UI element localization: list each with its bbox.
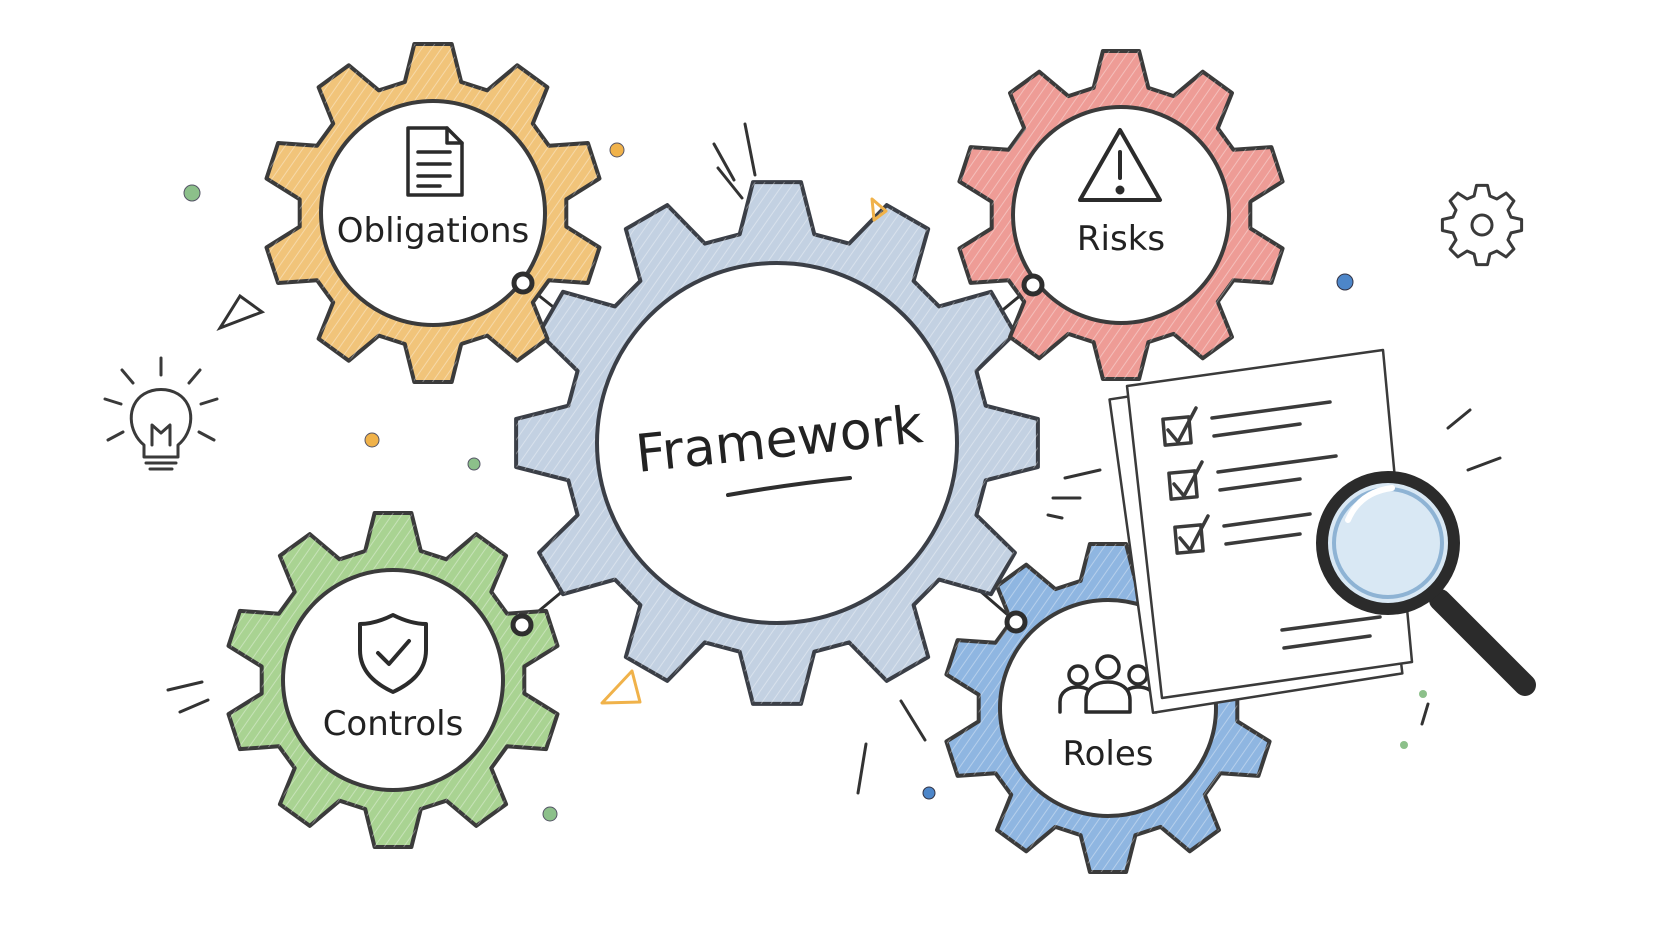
accent-dot [467,457,481,471]
lightbulb-icon [103,356,219,471]
accent-dot [1400,741,1408,749]
connector-dot [1004,610,1028,634]
magnifying-glass-icon [1316,471,1536,696]
controls-gear [226,511,560,849]
connector-dot [511,271,535,295]
checklist-items [1161,400,1382,650]
gear-center-hole [281,568,505,792]
accent-dot [922,786,936,800]
gear-center-hole [595,261,959,625]
decorative-dots [183,142,1427,822]
shield-check-icon [358,613,428,694]
accent-dot [542,806,558,822]
warning-icon [1078,128,1162,202]
obligations-gear [264,42,602,384]
small-gear-icon [1440,183,1524,267]
accent-dot [609,142,625,158]
accent-dot [183,184,201,202]
gear-center-hole [319,99,547,327]
framework-gear [514,180,1040,706]
decorative-triangles [600,197,888,705]
accent-dot [1336,273,1354,291]
gear-center-hole [1011,105,1231,325]
connector-dot [1021,273,1045,297]
risks-label: Risks [1077,219,1165,259]
document-icon [406,126,464,197]
controls-label: Controls [323,704,464,744]
risks-gear [957,49,1285,381]
gear-center-hole [1470,213,1494,237]
accent-dot [364,432,380,448]
decorative-strokes [166,122,1502,795]
connector-dot [510,613,534,637]
obligations-label: Obligations [337,211,530,251]
connector-dots [510,271,1045,637]
roles-label: Roles [1063,734,1154,774]
center-underline [726,476,852,497]
accent-dot [1419,690,1427,698]
